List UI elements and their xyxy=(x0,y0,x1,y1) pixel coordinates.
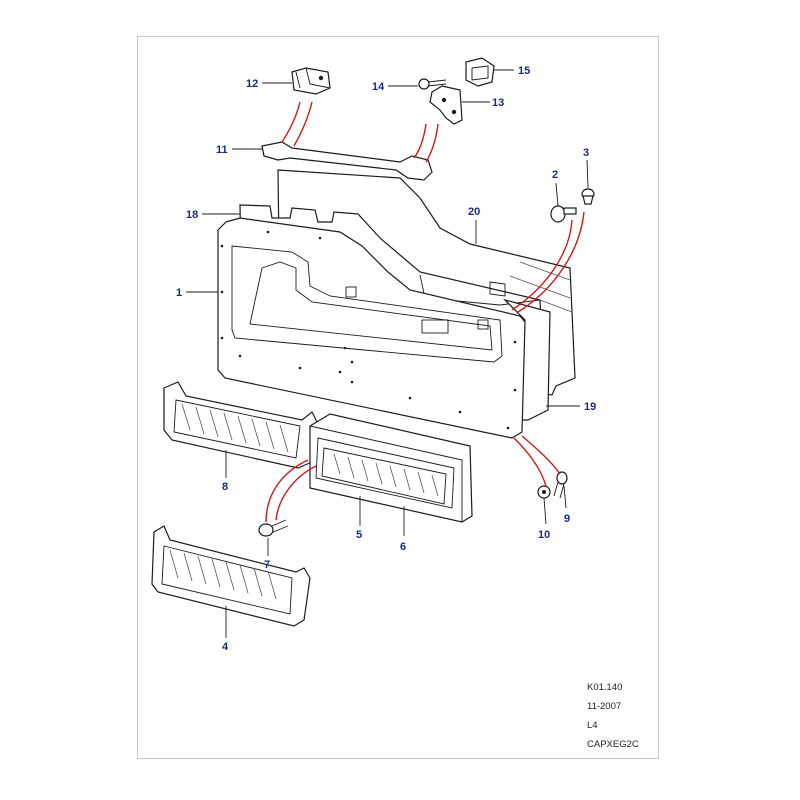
callout-2: 2 xyxy=(552,169,558,181)
drawing-code: CAPXEG2C xyxy=(587,739,639,750)
part-8-upper-pocket xyxy=(163,381,319,469)
callout-10: 10 xyxy=(538,529,550,541)
part-2-push-fastener xyxy=(550,205,577,223)
callout-labels: 12 11 1 18 14 13 15 20 2 3 19 8 5 6 7 4 … xyxy=(176,65,596,653)
part-7-screw xyxy=(258,519,289,537)
callout-13: 13 xyxy=(492,97,504,109)
part-6-pocket-insert xyxy=(321,447,447,505)
part-13-bracket xyxy=(429,85,463,125)
part-4-lower-pocket xyxy=(151,525,311,627)
part-12-bracket-clip xyxy=(291,67,331,95)
drawing-date: 11-2007 xyxy=(587,701,621,712)
part-11-grab-handle xyxy=(261,141,433,181)
drawing-level: L4 xyxy=(587,720,598,731)
part-14-screw xyxy=(418,78,447,90)
leader-lines xyxy=(186,69,589,638)
callout-1: 1 xyxy=(176,287,182,299)
callout-7: 7 xyxy=(264,559,270,571)
panel-mounting-holes xyxy=(220,230,517,430)
part-10-washer xyxy=(537,485,551,499)
callout-19: 19 xyxy=(584,401,596,413)
part-5-centre-pocket xyxy=(309,413,473,523)
callout-3: 3 xyxy=(583,147,589,159)
association-lines xyxy=(265,101,585,523)
callout-12: 12 xyxy=(246,78,258,90)
callout-9: 9 xyxy=(564,513,570,525)
part-15-nut xyxy=(465,57,495,87)
callout-8: 8 xyxy=(222,481,228,493)
callout-11: 11 xyxy=(216,144,228,156)
callout-4: 4 xyxy=(222,641,229,653)
callout-18: 18 xyxy=(186,209,198,221)
drawing-reference-block: K01.140 11-2007 L4 CAPXEG2C xyxy=(587,682,639,750)
part-19-spacer xyxy=(502,298,551,421)
callout-5: 5 xyxy=(356,529,362,541)
part-9-screw xyxy=(553,471,568,499)
drawing-ref: K01.140 xyxy=(587,682,622,693)
callout-6: 6 xyxy=(400,541,406,553)
part-1-front-trim-panel xyxy=(217,217,526,439)
callout-14: 14 xyxy=(372,81,385,93)
callout-15: 15 xyxy=(518,65,530,77)
callout-20: 20 xyxy=(468,206,480,218)
part-3-clip-fastener xyxy=(581,188,595,205)
